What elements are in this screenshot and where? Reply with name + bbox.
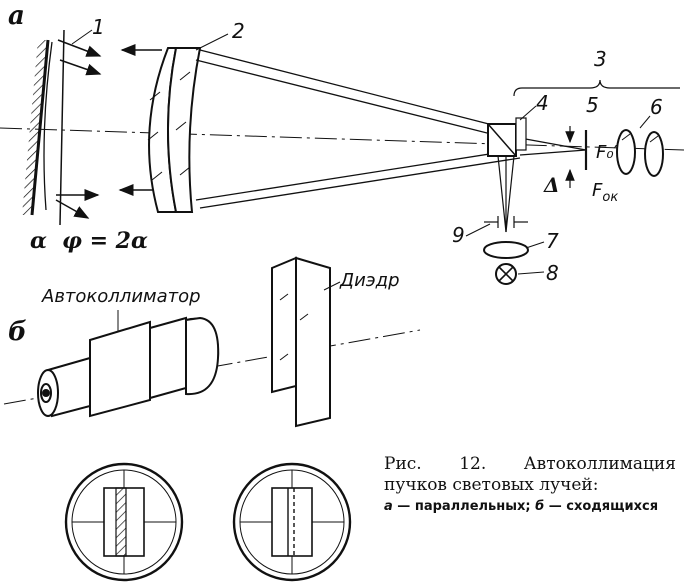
label-1: 1 <box>92 15 105 39</box>
autocollimator-label: Автоколлиматор <box>41 286 201 307</box>
eyepiece-lenses <box>616 129 664 177</box>
delta-label: Δ <box>543 173 560 197</box>
beam-lines <box>195 49 587 209</box>
label-6: 6 <box>650 95 663 119</box>
focus-ok-label: Fок <box>592 180 618 205</box>
dihedral-label: Диэдр <box>339 270 400 291</box>
objective-lens <box>147 47 202 213</box>
caption-sub: а — параллельных; б — сходящихся <box>384 499 659 514</box>
reticle-view-right <box>232 462 352 582</box>
label-8: 8 <box>546 261 559 285</box>
condenser-lens <box>483 241 529 259</box>
optical-axis <box>0 127 684 151</box>
label-9: 9 <box>452 223 465 247</box>
label-7: 7 <box>546 229 559 253</box>
illumination-rays <box>484 155 528 233</box>
beam-splitter-cube <box>487 117 527 157</box>
reticle-view-left <box>64 462 184 582</box>
focus-o-label: F₀′ <box>596 142 618 163</box>
alpha-label: α <box>30 228 47 254</box>
part-b-label: б <box>8 317 27 347</box>
label-2: 2 <box>232 19 245 43</box>
dihedral-prism <box>271 256 331 428</box>
lamp-icon <box>495 263 517 285</box>
phi-label: φ = 2α <box>62 228 148 254</box>
mirror <box>22 39 53 216</box>
label-3: 3 <box>594 47 607 71</box>
caption-main: Рис. 12. Автоколлимация пучков световых … <box>384 454 676 495</box>
label-5: 5 <box>586 93 599 117</box>
group-bracket <box>513 79 680 97</box>
autocollimator-device <box>37 316 220 418</box>
part-a-label: a <box>8 1 25 31</box>
reflection-arrows <box>55 29 102 226</box>
label-4: 4 <box>536 91 549 115</box>
figure-caption: Рис. 12. Автоколлимация пучков световых … <box>384 454 676 514</box>
